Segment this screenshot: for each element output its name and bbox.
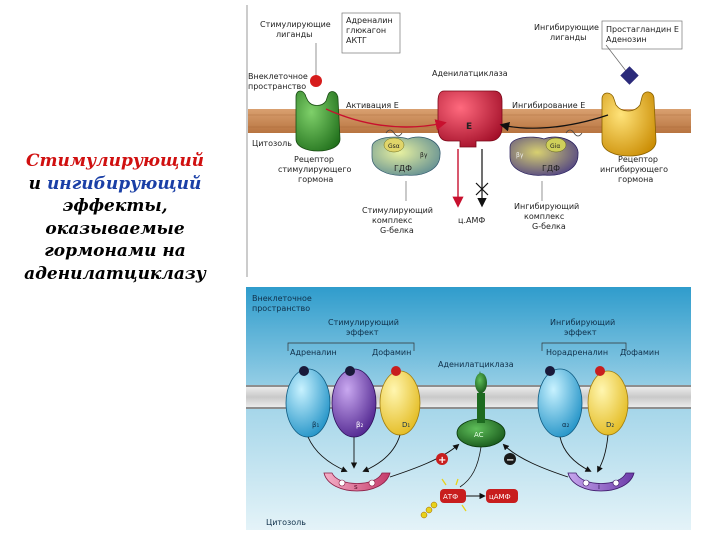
atp-box bbox=[440, 489, 466, 503]
minus-sign-bg bbox=[504, 453, 516, 465]
camp-label: ц.АМФ bbox=[458, 216, 485, 225]
gs-alpha: Gsα bbox=[388, 143, 400, 150]
adrenaline-ligand-2 bbox=[345, 366, 355, 376]
receptor-d1-label: D₁ bbox=[402, 421, 410, 429]
adrenaline-label: Адреналин bbox=[290, 348, 337, 357]
cytosol-label: Цитозоль bbox=[252, 139, 292, 148]
receptor-b2 bbox=[331, 368, 377, 438]
inhibition-label: Ингибирование Е bbox=[512, 101, 585, 110]
minus-sign: − bbox=[506, 455, 514, 466]
inhibition-arrow bbox=[499, 114, 609, 132]
adenylate-cyclase-label: Аденилатциклаза bbox=[432, 69, 508, 78]
dopamine-ligand-1 bbox=[391, 366, 401, 376]
noradrenaline-label: Норадреналин bbox=[546, 348, 608, 357]
ac-label: AC bbox=[474, 431, 484, 439]
gi-alpha: Giα bbox=[550, 143, 560, 150]
activation-arrow bbox=[325, 108, 447, 131]
stimulating-ligand bbox=[310, 75, 322, 87]
caption-inhibiting: ингибирующий bbox=[46, 173, 202, 194]
bottom-cytosol-label: Цитозоль bbox=[266, 518, 306, 527]
dopamine-left-label: Дофамин bbox=[372, 348, 411, 357]
adenylate-cyclase-enzyme bbox=[437, 90, 503, 148]
stimulating-receptor bbox=[295, 90, 341, 152]
receptor-b1 bbox=[285, 368, 331, 438]
caption-and: и bbox=[28, 173, 42, 194]
caption-line-2: и ингибирующий bbox=[10, 173, 220, 196]
receptor-a2 bbox=[537, 368, 583, 438]
receptor-d1 bbox=[379, 370, 421, 436]
adenylate-cyclase-bottom-label: Аденилатциклаза bbox=[438, 360, 514, 369]
dopamine-ligand-2 bbox=[595, 366, 605, 376]
caption-line-6: аденилатциклазу bbox=[24, 264, 206, 285]
enzyme-letter: E bbox=[466, 122, 472, 132]
caption-line-3: эффекты, bbox=[62, 196, 168, 217]
dopamine-right-label: Дофамин bbox=[620, 348, 659, 357]
atp-label: АТФ bbox=[443, 493, 458, 501]
gi-beta-gamma: βγ bbox=[516, 152, 524, 159]
noradrenaline-ligand bbox=[545, 366, 555, 376]
caption-line-4: оказываемые bbox=[45, 218, 185, 239]
caption-line-5: гормонами на bbox=[44, 241, 186, 262]
receptor-b1-label: β₁ bbox=[312, 421, 319, 429]
gs-gdp: ГДФ bbox=[394, 164, 412, 173]
caption-line-1: Стимулирующий bbox=[25, 151, 205, 171]
gi-gdp: ГДФ bbox=[542, 164, 560, 173]
gs-label: s bbox=[354, 483, 358, 491]
receptor-a2-label: α₂ bbox=[562, 421, 570, 429]
inhibiting-receptor bbox=[601, 91, 657, 157]
gi-complex: Giα βγ ГДФ bbox=[509, 136, 579, 176]
receptor-d2-label: D₂ bbox=[606, 421, 614, 429]
gi-label: i bbox=[598, 483, 600, 491]
gs-beta-gamma: βγ bbox=[420, 152, 428, 159]
plus-sign-bg bbox=[436, 453, 448, 465]
caption: Стимулирующий и ингибирующий эффекты, ок… bbox=[10, 150, 220, 286]
camp-box bbox=[486, 489, 518, 503]
adrenaline-ligand-1 bbox=[299, 366, 309, 376]
plus-sign: + bbox=[438, 455, 446, 466]
activation-label: Активация Е bbox=[346, 101, 399, 110]
inhibiting-ligand bbox=[620, 66, 639, 85]
camp-bottom-label: цАМФ bbox=[489, 493, 511, 501]
receptor-b2-label: β₂ bbox=[356, 421, 363, 429]
gs-complex: Gsα βγ ГДФ bbox=[371, 136, 441, 176]
